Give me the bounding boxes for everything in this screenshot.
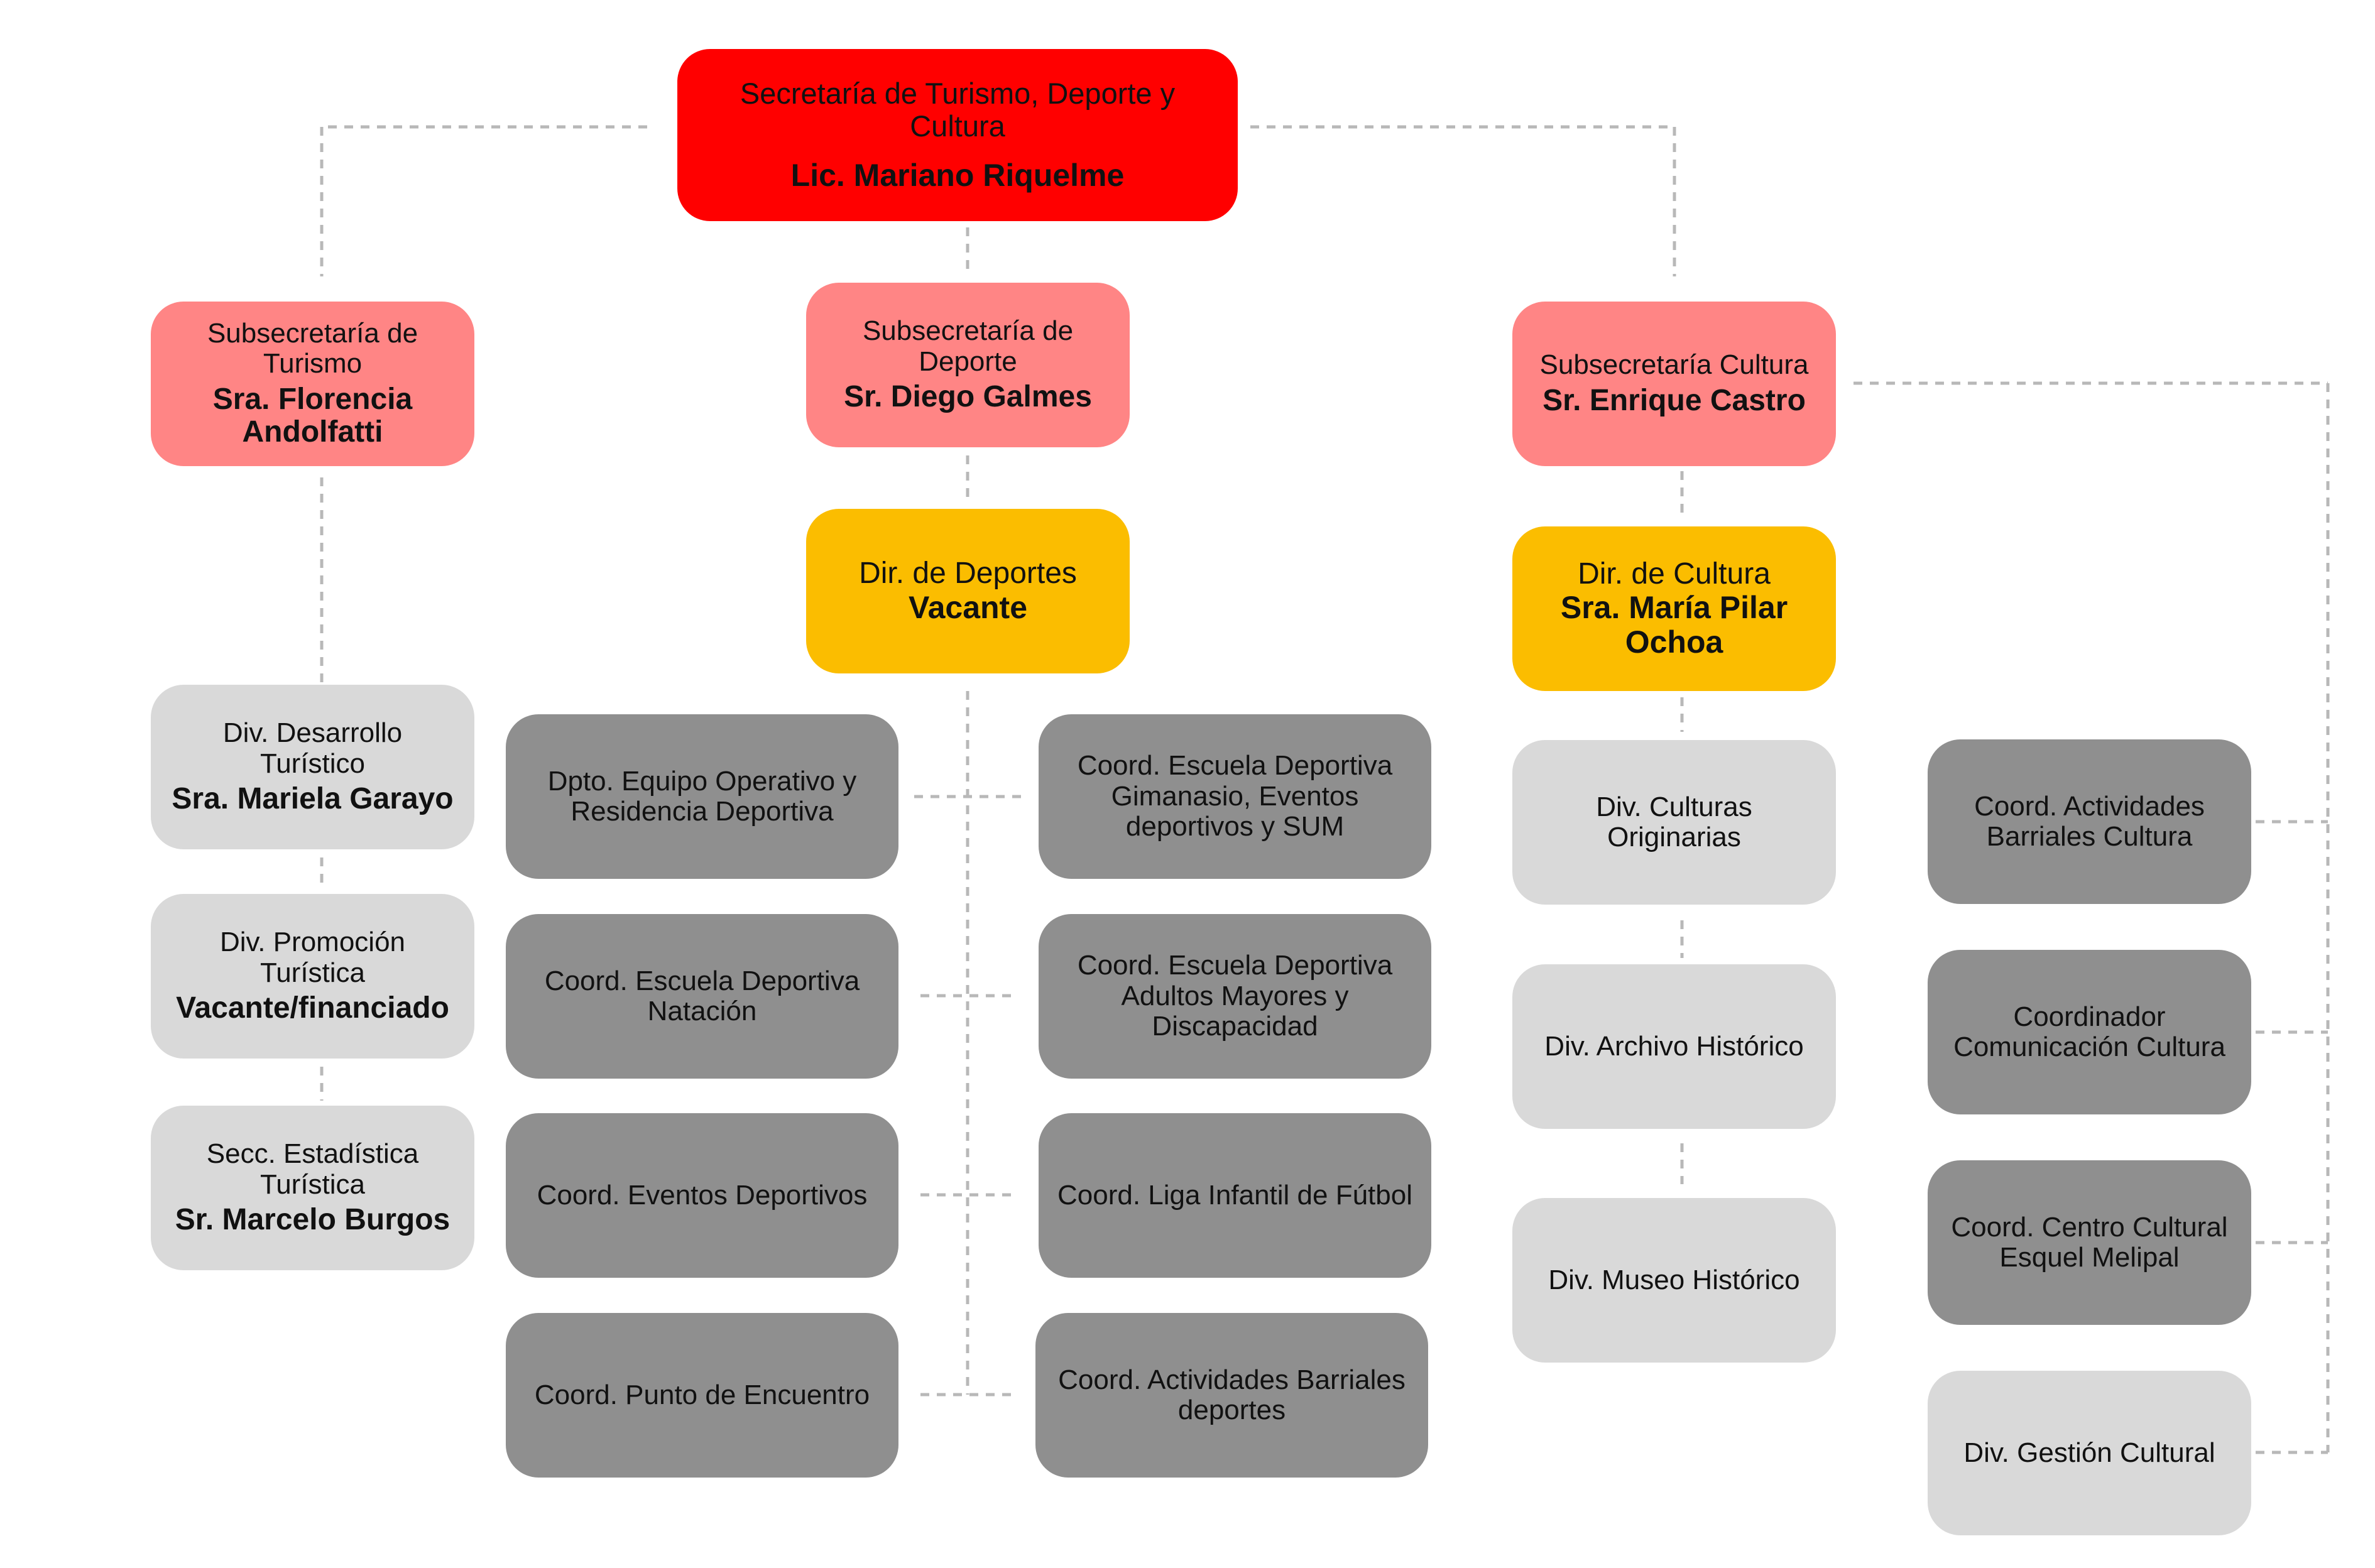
coord-centro-cultural-title: Coord. Centro Cultural Esquel Melipal: [1951, 1211, 2228, 1273]
coord-actividades-barriales-cultura-title: Coord. Actividades Barriales Cultura: [1974, 790, 2205, 852]
div-culturas-originarias-box: Div. Culturas Originarias: [1512, 740, 1836, 905]
div-desarrollo-turistico-title: Div. Desarrollo Turístico: [222, 717, 403, 779]
div-desarrollo-turistico-box: Div. Desarrollo Turístico Sra. Mariela G…: [151, 685, 474, 849]
subsecretaria-deporte-box: Subsecretaría de Deporte Sr. Diego Galme…: [806, 283, 1130, 447]
coordinador-comunicacion-cultura-title: Coordinador Comunicación Cultura: [1953, 1001, 2225, 1062]
dir-deportes-box: Dir. de Deportes Vacante: [806, 509, 1130, 673]
coord-liga-infantil-box: Coord. Liga Infantil de Fútbol: [1039, 1113, 1431, 1278]
div-archivo-historico-box: Div. Archivo Histórico: [1512, 964, 1836, 1129]
coord-centro-cultural-box: Coord. Centro Cultural Esquel Melipal: [1928, 1160, 2251, 1325]
div-gestion-cultural-title: Div. Gestión Cultural: [1963, 1437, 2215, 1468]
div-gestion-cultural-box: Div. Gestión Cultural: [1928, 1371, 2251, 1535]
dir-cultura-name: Sra. María Pilar Ochoa: [1560, 590, 1788, 660]
subsecretaria-deporte-title: Subsecretaría de Deporte: [862, 315, 1074, 377]
div-promocion-turistica-name: Vacante/financiado: [176, 991, 449, 1025]
coord-actividades-barriales-deportes-title: Coord. Actividades Barriales deportes: [1058, 1364, 1406, 1425]
secretaria-title: Secretaría de Turismo, Deporte y Cultura: [740, 76, 1176, 143]
coord-escuela-gimnasio-box: Coord. Escuela Deportiva Gimanasio, Even…: [1039, 714, 1431, 879]
coord-escuela-natacion-title: Coord. Escuela Deportiva Natación: [544, 965, 860, 1026]
div-promocion-turistica-box: Div. Promoción Turística Vacante/financi…: [151, 894, 474, 1059]
dir-deportes-title: Dir. de Deportes: [859, 557, 1077, 591]
coord-actividades-barriales-deportes-box: Coord. Actividades Barriales deportes: [1035, 1313, 1428, 1478]
dir-cultura-title: Dir. de Cultura: [1578, 557, 1771, 591]
coord-escuela-adultos-mayores-box: Coord. Escuela Deportiva Adultos Mayores…: [1039, 914, 1431, 1079]
subsecretaria-cultura-name: Sr. Enrique Castro: [1542, 383, 1806, 417]
coord-liga-infantil-title: Coord. Liga Infantil de Fútbol: [1057, 1179, 1413, 1211]
coord-escuela-natacion-box: Coord. Escuela Deportiva Natación: [506, 914, 898, 1079]
div-museo-historico-box: Div. Museo Histórico: [1512, 1198, 1836, 1363]
subsecretaria-cultura-title: Subsecretaría Cultura: [1539, 349, 1809, 381]
coord-eventos-deportivos-box: Coord. Eventos Deportivos: [506, 1113, 898, 1278]
dpto-equipo-operativo-box: Dpto. Equipo Operativo y Residencia Depo…: [506, 714, 898, 879]
coord-escuela-gimnasio-title: Coord. Escuela Deportiva Gimanasio, Even…: [1077, 750, 1393, 842]
coord-eventos-deportivos-title: Coord. Eventos Deportivos: [537, 1179, 868, 1211]
div-culturas-originarias-title: Div. Culturas Originarias: [1596, 791, 1752, 852]
dir-deportes-name: Vacante: [908, 589, 1027, 625]
div-archivo-historico-title: Div. Archivo Histórico: [1544, 1030, 1804, 1062]
subsecretaria-turismo-box: Subsecretaría de Turismo Sra. Florencia …: [151, 302, 474, 466]
div-promocion-turistica-title: Div. Promoción Turística: [219, 927, 406, 988]
subsecretaria-deporte-name: Sr. Diego Galmes: [844, 379, 1092, 413]
secc-estadistica-turistica-title: Secc. Estadística Turística: [206, 1138, 419, 1200]
coord-punto-encuentro-title: Coord. Punto de Encuentro: [534, 1379, 870, 1410]
subsecretaria-turismo-name: Sra. Florencia Andolfatti: [212, 382, 413, 449]
div-desarrollo-turistico-name: Sra. Mariela Garayo: [172, 781, 454, 815]
coord-punto-encuentro-box: Coord. Punto de Encuentro: [506, 1313, 898, 1478]
subsecretaria-cultura-box: Subsecretaría Cultura Sr. Enrique Castro: [1512, 302, 1836, 466]
coordinador-comunicacion-cultura-box: Coordinador Comunicación Cultura: [1928, 950, 2251, 1114]
secc-estadistica-turistica-name: Sr. Marcelo Burgos: [175, 1202, 450, 1236]
coord-actividades-barriales-cultura-box: Coord. Actividades Barriales Cultura: [1928, 739, 2251, 904]
secc-estadistica-turistica-box: Secc. Estadística Turística Sr. Marcelo …: [151, 1106, 474, 1270]
coord-escuela-adultos-mayores-title: Coord. Escuela Deportiva Adultos Mayores…: [1077, 950, 1393, 1042]
dpto-equipo-operativo-title: Dpto. Equipo Operativo y Residencia Depo…: [547, 765, 857, 827]
div-museo-historico-title: Div. Museo Histórico: [1548, 1264, 1800, 1295]
secretaria-name: Lic. Mariano Riquelme: [790, 158, 1125, 193]
subsecretaria-turismo-title: Subsecretaría de Turismo: [207, 317, 418, 379]
secretaria-box: Secretaría de Turismo, Deporte y Cultura…: [677, 49, 1238, 221]
dir-cultura-box: Dir. de Cultura Sra. María Pilar Ochoa: [1512, 526, 1836, 691]
